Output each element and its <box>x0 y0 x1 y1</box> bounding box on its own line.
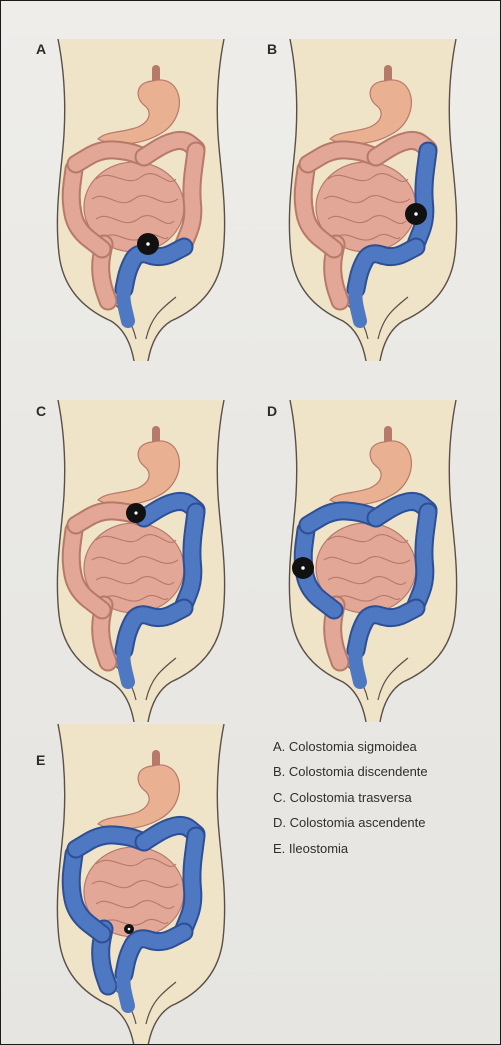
stoma-opening <box>414 212 418 216</box>
panel-label-a: A <box>36 41 46 57</box>
rectum <box>355 650 360 682</box>
panel-label-e: E <box>36 752 45 768</box>
legend-item-a: A. Colostomia sigmoidea <box>273 740 428 753</box>
stoma-opening <box>134 511 137 514</box>
legend: A. Colostomia sigmoidea B. Colostomia di… <box>273 740 428 867</box>
legend-item-c: C. Colostomia trasversa <box>273 791 428 804</box>
legend-item-e: E. Ileostomia <box>273 842 428 855</box>
panel-figure-c <box>56 400 226 722</box>
stoma-opening <box>146 242 150 246</box>
panel-label-d: D <box>267 403 277 419</box>
rectum <box>355 289 360 321</box>
legend-item-d: D. Colostomia ascendente <box>273 816 428 829</box>
legend-item-b: B. Colostomia discendente <box>273 765 428 778</box>
stoma-opening <box>128 928 131 931</box>
rectum <box>123 974 128 1006</box>
panel-figure-a <box>56 39 226 361</box>
panel-figure-e <box>56 724 226 1045</box>
panel-figure-b <box>288 39 458 361</box>
panel-label-b: B <box>267 41 277 57</box>
rectum <box>123 650 128 682</box>
stoma-opening <box>301 566 305 570</box>
panel-label-c: C <box>36 403 46 419</box>
panel-figure-d <box>288 400 458 722</box>
rectum <box>123 289 128 321</box>
